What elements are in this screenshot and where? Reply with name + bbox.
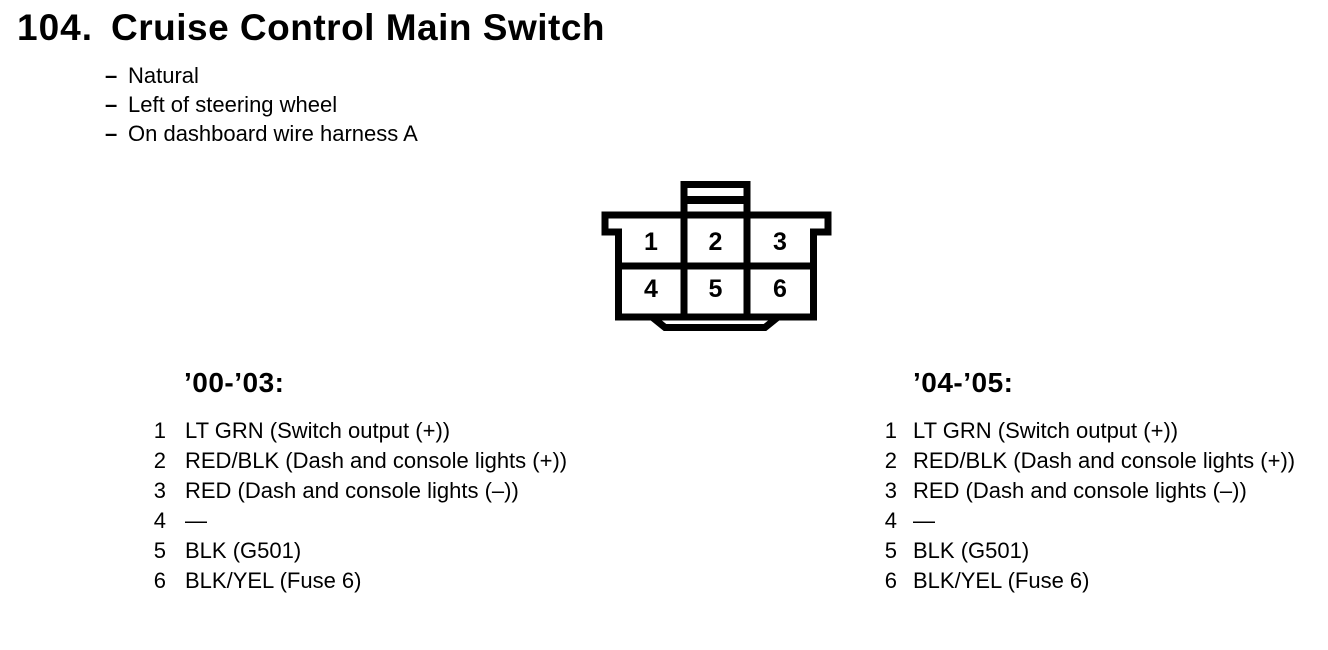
item-number: 104. [17,7,94,48]
pin-number: 6 [884,568,897,593]
pin-description: RED/BLK (Dash and console lights (+)) [913,448,1296,473]
pin-number: 1 [884,418,897,443]
pin-list: 1 LT GRN (Switch output (+)) 2 RED/BLK (… [882,416,1295,596]
pin-row: 5 BLK (G501) [882,536,1295,566]
pin-cavity-5: 5 [709,275,723,303]
pinout-column-00-03: ’00-’03: 1 LT GRN (Switch output (+)) 2 … [150,366,567,596]
pin-number: 3 [153,478,166,503]
pin-row: 2 RED/BLK (Dash and console lights (+)) [150,446,567,476]
attribute-item: –Left of steering wheel [105,90,418,119]
pin-number: 1 [153,418,166,443]
pin-row: 3 RED (Dash and console lights (–)) [150,476,567,506]
attribute-text: Left of steering wheel [128,92,338,117]
attribute-list: –Natural –Left of steering wheel –On das… [105,61,418,148]
pin-row: 1 LT GRN (Switch output (+)) [150,416,567,446]
attribute-text: Natural [128,63,199,88]
attribute-item: –On dashboard wire harness A [105,119,418,148]
pin-description: BLK (G501) [185,538,302,563]
pin-number: 4 [884,508,897,533]
dash-bullet: – [105,63,118,88]
year-range-header: ’00-’03: [184,367,285,398]
pin-cavity-1: 1 [644,228,658,256]
pin-description: RED (Dash and console lights (–)) [185,478,519,503]
year-range-header: ’04-’05: [913,367,1014,398]
connector-diagram: 1 2 3 4 5 6 [601,181,832,331]
pin-row: 4 — [150,506,567,536]
pin-row: 1 LT GRN (Switch output (+)) [882,416,1295,446]
pin-description: LT GRN (Switch output (+)) [185,418,451,443]
pin-row: 2 RED/BLK (Dash and console lights (+)) [882,446,1295,476]
pin-number: 2 [153,448,166,473]
pin-cavity-4: 4 [644,275,658,303]
attribute-item: –Natural [105,61,418,90]
pin-number: 5 [153,538,166,563]
pin-description: RED (Dash and console lights (–)) [913,478,1247,503]
pin-list: 1 LT GRN (Switch output (+)) 2 RED/BLK (… [150,416,567,596]
pin-row: 6 BLK/YEL (Fuse 6) [882,566,1295,596]
pin-description: RED/BLK (Dash and console lights (+)) [185,448,568,473]
pin-number: 6 [153,568,166,593]
pin-description: BLK (G501) [913,538,1030,563]
pin-row: 6 BLK/YEL (Fuse 6) [150,566,567,596]
pin-description: LT GRN (Switch output (+)) [913,418,1179,443]
dash-bullet: – [105,121,118,146]
pin-description: BLK/YEL (Fuse 6) [913,568,1090,593]
pin-number: 3 [884,478,897,503]
pin-row: 3 RED (Dash and console lights (–)) [882,476,1295,506]
pin-cavity-2: 2 [709,228,723,256]
attribute-text: On dashboard wire harness A [128,121,418,146]
pin-number: 2 [884,448,897,473]
page-title: Cruise Control Main Switch [111,7,606,48]
pin-number: 4 [153,508,166,533]
pin-row: 5 BLK (G501) [150,536,567,566]
pinout-column-04-05: ’04-’05: 1 LT GRN (Switch output (+)) 2 … [882,366,1295,596]
pin-description: BLK/YEL (Fuse 6) [185,568,362,593]
pin-description: — [913,508,935,533]
pin-row: 4 — [882,506,1295,536]
pin-cavity-3: 3 [773,228,787,256]
pin-description: — [185,508,207,533]
pin-cavity-6: 6 [773,275,787,303]
dash-bullet: – [105,92,118,117]
pin-number: 5 [884,538,897,563]
